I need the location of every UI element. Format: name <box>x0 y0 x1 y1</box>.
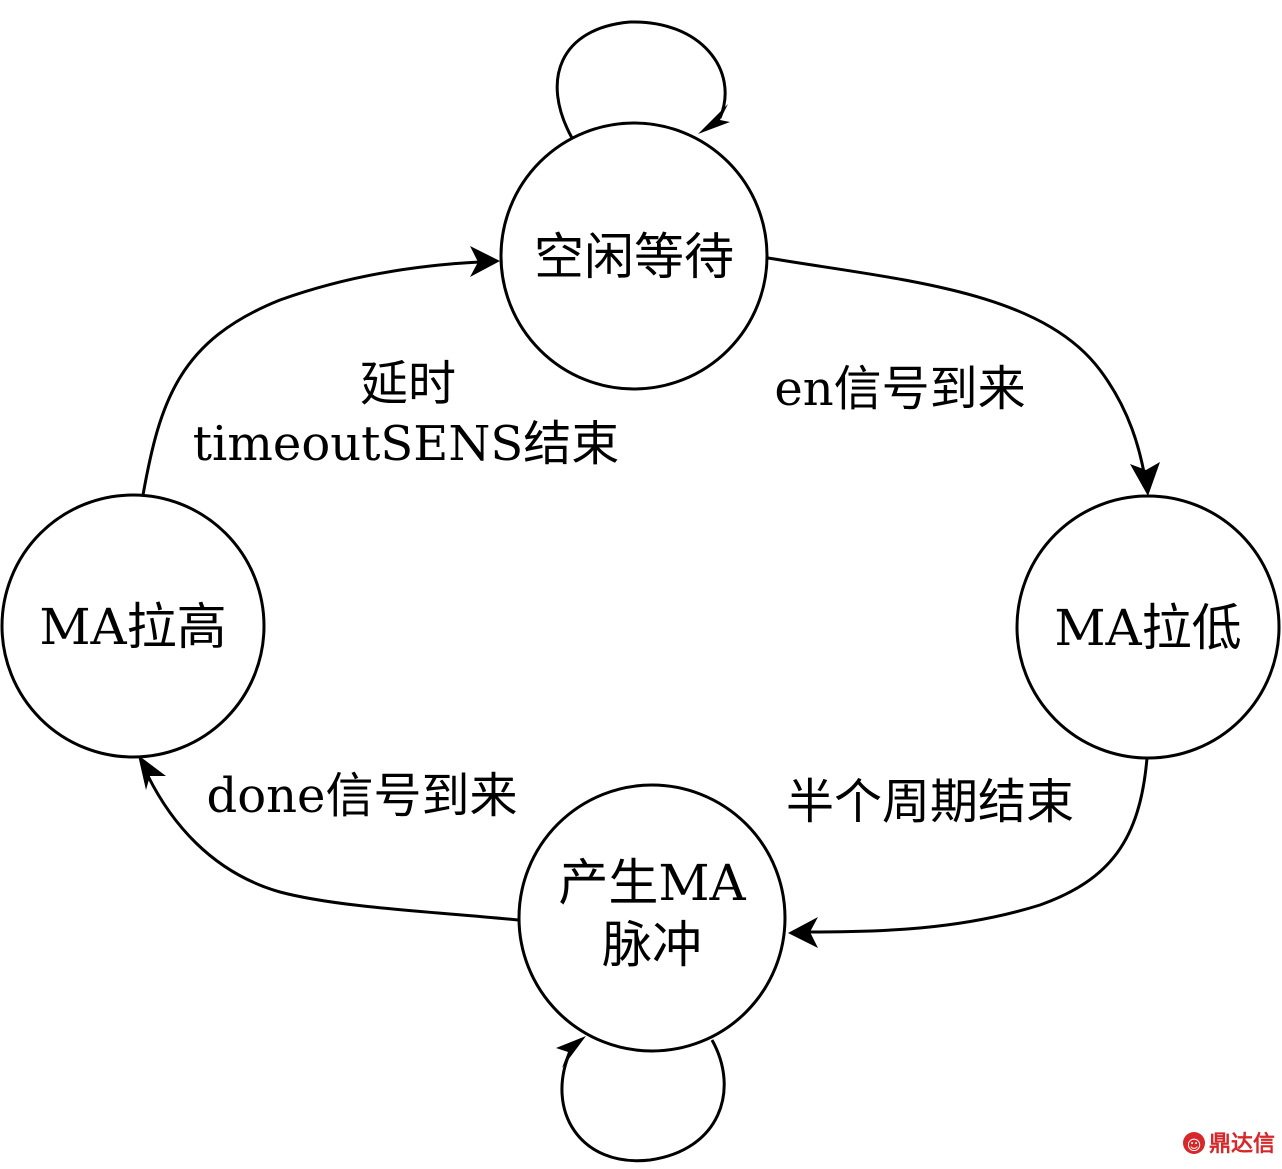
label-idle-to-ma-low: en信号到来 <box>774 361 1025 417</box>
edge-pulse-self-loop <box>560 1039 726 1163</box>
watermark-logo-text: 鼎达信 <box>1209 1131 1275 1157</box>
state-ma-low-label: MA拉低 <box>1054 599 1241 657</box>
label-ma-low-to-pulse: 半个周期结束 <box>786 774 1074 830</box>
arrowhead-idle-to-ma-low <box>1130 462 1160 496</box>
state-idle: 空闲等待 <box>499 121 769 391</box>
state-pulse: 产生MA 脉冲 <box>517 783 787 1053</box>
state-ma-low-circle <box>1015 494 1281 760</box>
state-ma-high-circle <box>0 493 266 759</box>
state-ma-low: MA拉低 <box>1015 494 1281 760</box>
edge-pulse-to-ma-high <box>146 775 519 922</box>
edge-ma-high-to-idle <box>141 260 481 496</box>
edge-idle-self-loop <box>555 20 727 139</box>
edge-idle-to-ma-low <box>767 256 1147 479</box>
arrowhead-idle-self-loop <box>698 104 730 134</box>
watermark-logo-icon-glyph: ☺ <box>1187 1138 1202 1154</box>
arrowhead-ma-low-to-pulse <box>788 917 818 948</box>
state-idle-label: 空闲等待 <box>534 228 734 286</box>
state-ma-high: MA拉高 <box>0 493 266 759</box>
state-ma-high-label: MA拉高 <box>39 598 226 656</box>
arrowhead-pulse-self-loop <box>556 1036 586 1068</box>
arrowhead-ma-high-to-idle <box>470 246 500 277</box>
arrowhead-pulse-to-ma-high <box>138 755 166 790</box>
label-ma-high-to-idle-line2: timeoutSENS结束 <box>193 416 619 472</box>
state-pulse-label-line2: 脉冲 <box>602 916 702 974</box>
state-pulse-circle <box>517 783 787 1053</box>
label-ma-high-to-idle-line1: 延时 <box>360 356 456 412</box>
watermark-logo-icon <box>1183 1132 1205 1154</box>
edge-ma-low-to-pulse <box>807 757 1149 934</box>
watermark-logo: ☺ 鼎达信 <box>1183 1131 1275 1157</box>
state-idle-circle <box>499 121 769 391</box>
label-pulse-to-ma-high: done信号到来 <box>207 768 518 824</box>
state-pulse-label-line1: 产生MA <box>558 854 746 912</box>
